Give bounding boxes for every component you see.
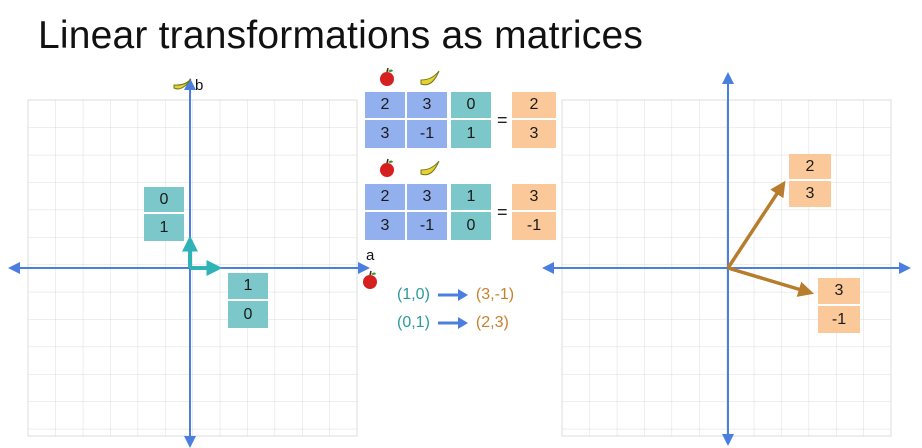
mapping-row: (0,1) (2,3)	[397, 314, 509, 332]
matrix-cell: 2	[365, 184, 407, 212]
matrix-cell: 2	[365, 92, 407, 120]
vector-cell: 1	[451, 120, 491, 148]
banana-icon	[418, 158, 442, 183]
result-cell: 3	[512, 120, 556, 148]
vector-cell: 0	[451, 212, 491, 240]
matrix-cell: 3	[407, 184, 447, 212]
matrix-cell: -1	[407, 212, 447, 240]
vector-e1-top: 1	[228, 273, 268, 301]
arrow-right-icon	[437, 317, 468, 329]
vector-a-top: 2	[789, 154, 831, 181]
x-axis-label: a	[366, 247, 375, 264]
apple-icon	[377, 158, 397, 183]
vector-b-top: 3	[818, 278, 860, 306]
vector-a-bottom: 3	[789, 181, 831, 207]
vector-cell: 0	[451, 92, 491, 120]
banana-icon	[172, 76, 194, 97]
result-cell: 3	[512, 184, 556, 212]
mapping-from: (1,0)	[397, 286, 430, 303]
equals-sign: =	[497, 110, 508, 130]
matrix-cell: 3	[365, 120, 407, 148]
result-cell: -1	[512, 212, 556, 240]
mapping-from: (0,1)	[397, 314, 430, 331]
banana-icon	[418, 68, 442, 93]
vector-b-bottom: -1	[818, 306, 860, 333]
result-cell: 2	[512, 92, 556, 120]
matrix-cell: -1	[407, 120, 447, 148]
equals-sign: =	[497, 202, 508, 222]
transformed-vector-2-3-arrow	[726, 180, 786, 269]
vector-e1-bottom: 0	[228, 301, 268, 328]
mapping-to: (2,3)	[475, 314, 509, 331]
vector-cell: 1	[451, 184, 491, 212]
arrow-right-icon	[437, 289, 468, 301]
vector-e2-top: 0	[144, 187, 184, 214]
matrix-cell: 3	[365, 212, 407, 240]
mapping-to: (3,-1)	[475, 286, 515, 303]
vector-e2-bottom: 1	[144, 214, 184, 241]
page-title: Linear transformations as matrices	[38, 14, 644, 57]
matrix-cell: 3	[407, 92, 447, 120]
apple-icon	[377, 67, 397, 92]
y-axis-label: b	[195, 77, 204, 94]
apple-icon	[360, 270, 380, 295]
mapping-row: (1,0) (3,-1)	[397, 286, 514, 304]
transformed-vector-3-minus1-arrow	[727, 266, 815, 297]
